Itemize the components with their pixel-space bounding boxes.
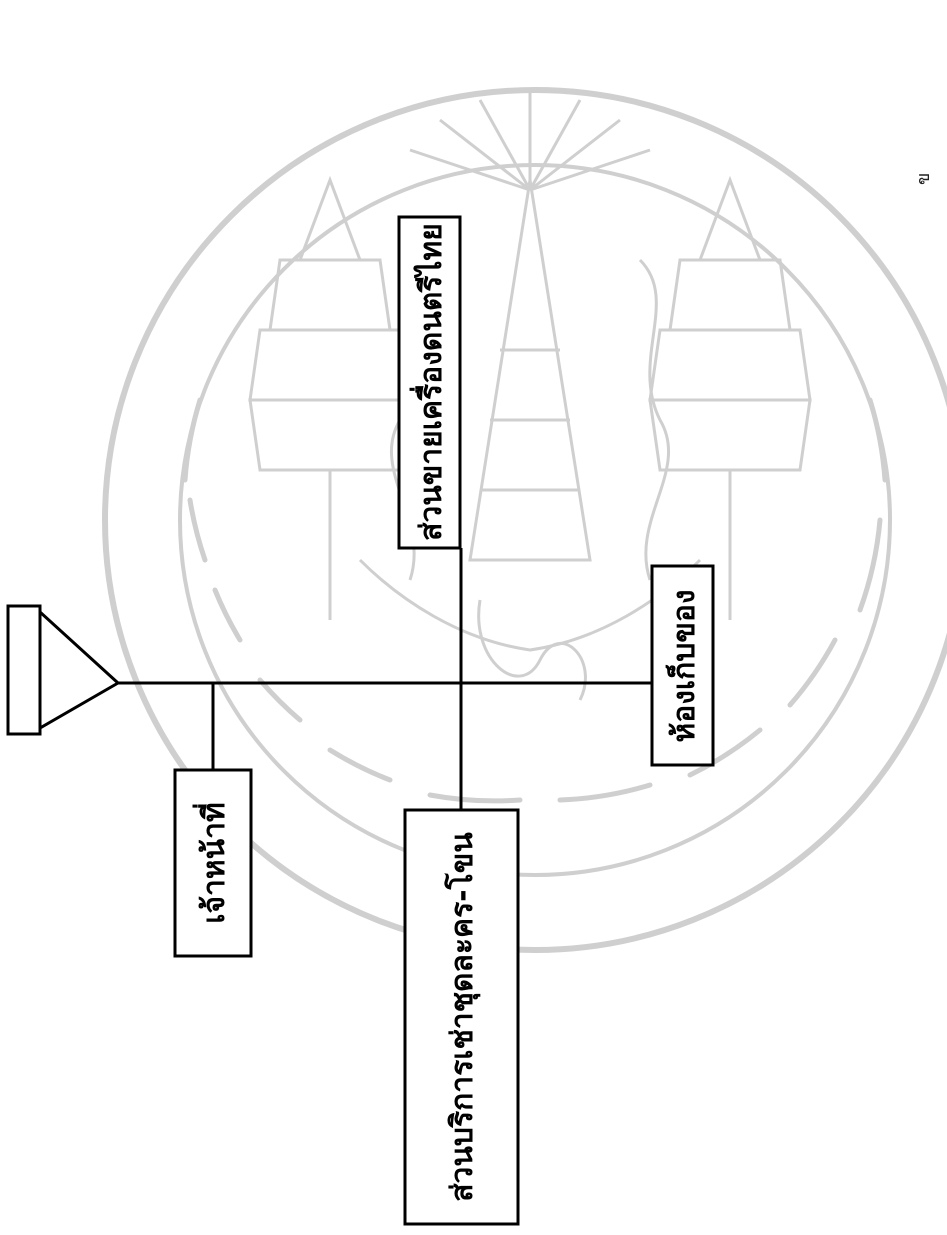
box-staff-label: เจ้าหน้าที่ <box>192 802 232 924</box>
box-music-sales-label: ส่วนขายเครื่องดนตรีไทย <box>409 223 449 541</box>
connector-lines <box>118 548 652 810</box>
box-staff: เจ้าหน้าที่ <box>173 768 253 958</box>
page-number: ข <box>913 173 934 185</box>
box-storage-room-label: ห้องเก็บของ <box>665 589 702 742</box>
box-music-sales: ส่วนขายเครื่องดนตรีไทย <box>397 215 462 550</box>
box-costume-rental: ส่วนบริการเช่าชุดละคร-โขน <box>403 808 520 1226</box>
box-storage-room: ห้องเก็บของ <box>650 564 715 767</box>
box-costume-rental-label: ส่วนบริการเช่าชุดละคร-โขน <box>443 832 481 1202</box>
entrance-symbol <box>6 604 121 736</box>
